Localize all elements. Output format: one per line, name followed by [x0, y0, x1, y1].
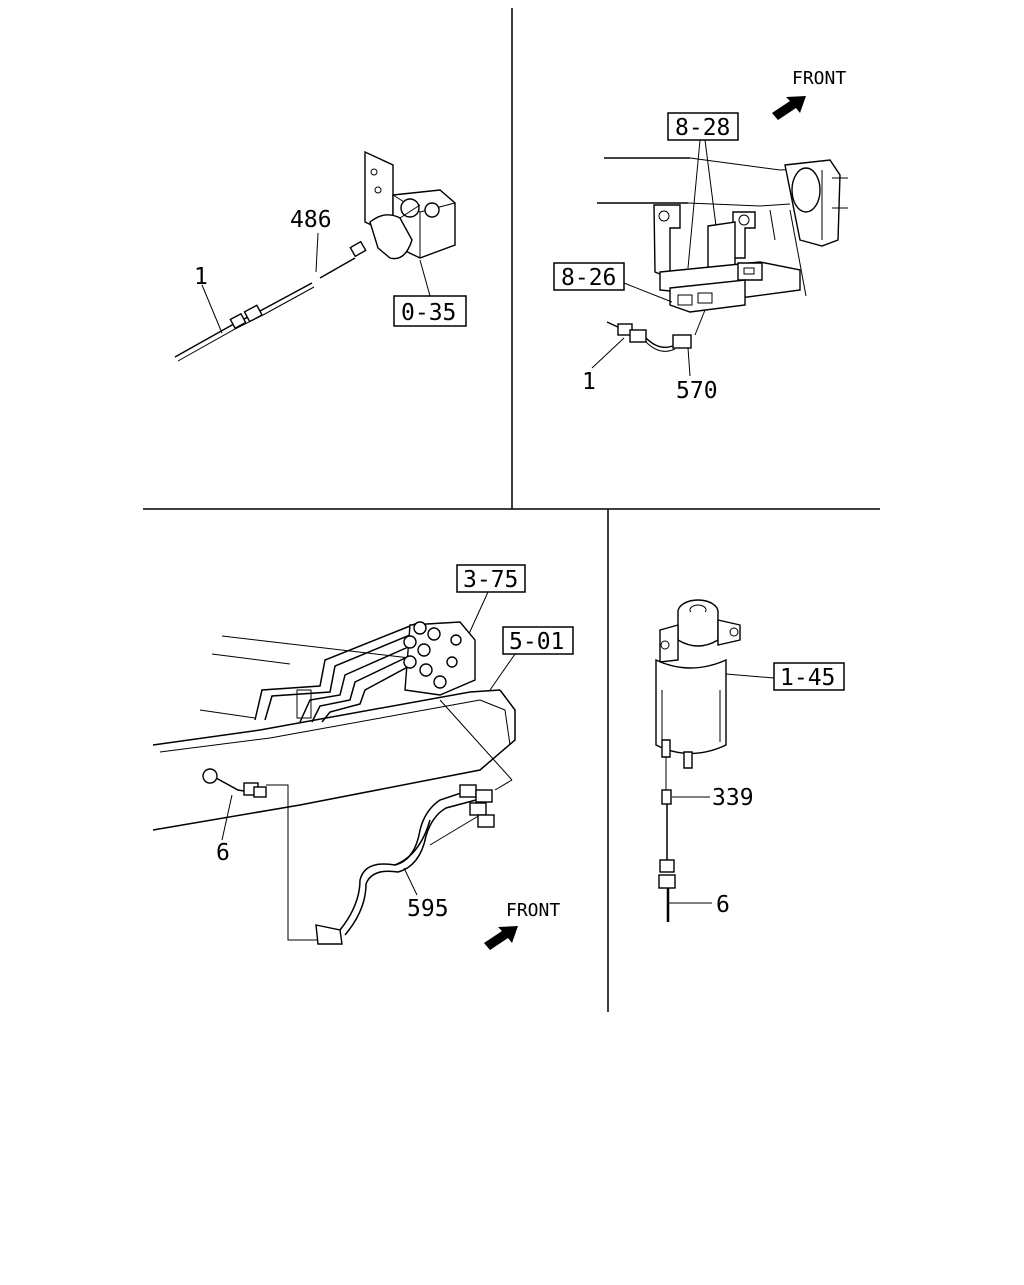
ref-box-5-01	[502, 626, 574, 655]
callout-connector-570: 570	[676, 378, 718, 404]
connector-339	[661, 789, 672, 805]
ref-box-5-01-label: 5-01	[509, 629, 564, 655]
callout-sensor-486: 486	[290, 207, 332, 233]
sensor-bracket-illustration	[349, 150, 456, 260]
ref-box-1-45	[773, 662, 845, 691]
ref-box-8-26	[553, 262, 625, 291]
connector-upper	[659, 859, 675, 873]
wire-assembly-top-right	[606, 309, 706, 352]
connector-b	[243, 304, 263, 323]
ref-box-0-35	[393, 295, 467, 327]
fuel-filter-illustration	[655, 599, 741, 769]
ref-box-3-75-label: 3-75	[463, 567, 518, 593]
front-arrow-icon	[772, 96, 806, 120]
ref-box-1-45-label: 1-45	[780, 665, 835, 691]
panel-top-left: 1 486 0-35	[174, 150, 467, 362]
chassis-illustration	[597, 157, 848, 313]
callout-wire-1-tr: 1	[582, 369, 596, 395]
front-label-top: FRONT	[792, 68, 846, 89]
wire-line	[174, 257, 356, 358]
connector-lower	[658, 874, 676, 889]
ref-box-8-28	[667, 112, 739, 141]
panel-bottom-right: 1-45 339 6	[655, 599, 845, 922]
front-label-bottom: FRONT	[506, 900, 560, 921]
ref-box-0-35-label: 0-35	[401, 300, 456, 326]
callout-harness-595: 595	[407, 896, 449, 922]
ref-box-8-26-label: 8-26	[561, 265, 616, 291]
callout-wire-1: 1	[194, 264, 208, 290]
panel-dividers	[143, 8, 880, 1012]
connector-a	[229, 312, 247, 330]
tank-frame-illustration	[152, 621, 516, 831]
callout-wire-6-bl: 6	[216, 840, 230, 866]
front-arrow-icon	[484, 926, 518, 950]
panel-top-right: FRONT 8-28	[553, 68, 848, 404]
ref-box-3-75	[456, 564, 526, 593]
harness-595-illustration	[202, 768, 513, 945]
callout-connector-339: 339	[712, 785, 754, 811]
panel-bottom-left: 3-75 5-01	[152, 564, 574, 950]
ref-box-8-28-label: 8-28	[675, 115, 730, 141]
callout-wire-6-br: 6	[716, 892, 730, 918]
